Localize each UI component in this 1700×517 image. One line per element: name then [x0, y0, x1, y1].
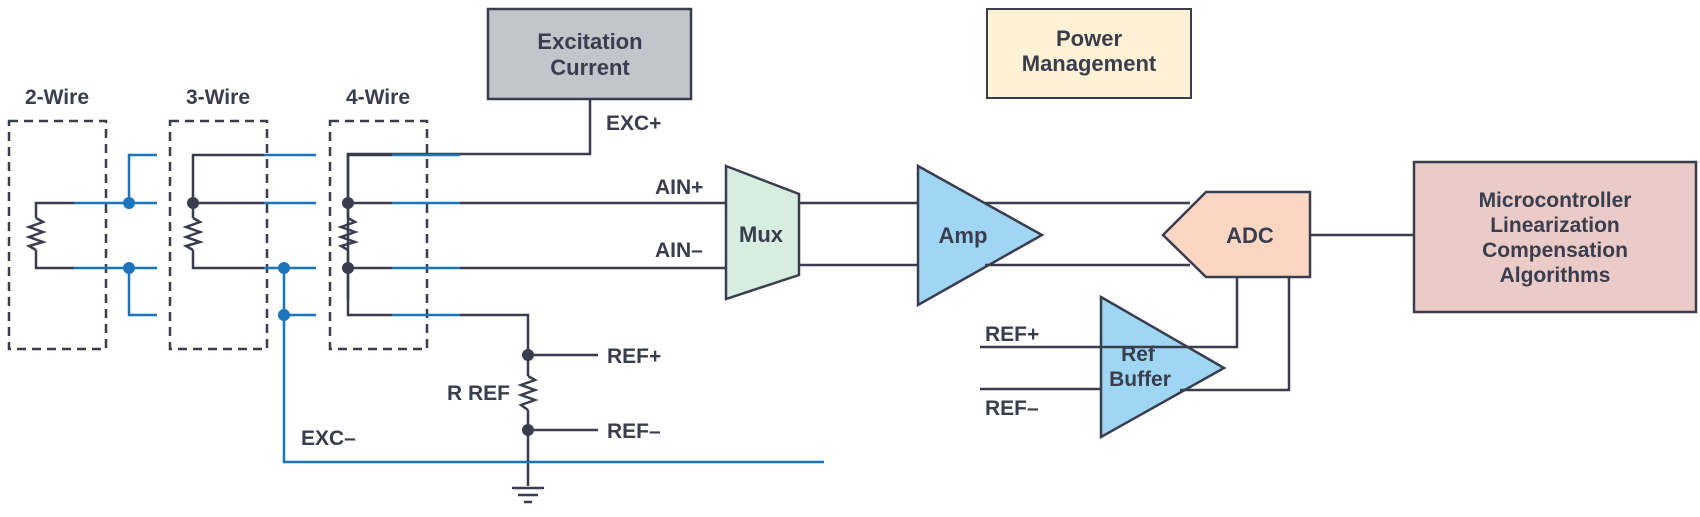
microcontroller-block: Microcontroller Linearization Compensati…: [1412, 160, 1698, 314]
amp-triangle: [916, 163, 1045, 308]
three-wire-rtd-leads: [191, 153, 264, 270]
ain-minus-label: AIN–: [655, 239, 703, 262]
four-wire-dashed-box: [328, 119, 429, 351]
amp-block: Amp: [916, 163, 1045, 308]
ref-buffer-label-line1: Ref: [1121, 343, 1156, 366]
mux-shape: [724, 164, 801, 301]
four-wire-blue-leads: [392, 153, 460, 317]
buffer-to-adc-ref-plus: [1148, 277, 1239, 349]
buffer-to-adc-ref-minus: [1180, 277, 1291, 392]
power-management-block: Power Management: [986, 8, 1192, 99]
two-wire-node-top: [123, 197, 135, 209]
rref-resistor: [517, 374, 539, 412]
four-wire-node-ain-minus: [342, 262, 354, 274]
mux-label: Mux: [739, 222, 784, 247]
ain-plus-label: AIN+: [655, 176, 703, 199]
adc-label: ADC: [1226, 223, 1274, 248]
buffer-ref-minus-label: REF–: [985, 397, 1039, 420]
two-wire-configuration: [7, 119, 157, 351]
three-wire-blue-leads: [264, 153, 316, 317]
four-wire-rtd-leads: [346, 153, 392, 317]
four-wire-configuration: [328, 119, 460, 351]
microcontroller-label-line1: Microcontroller: [1479, 189, 1632, 212]
exc-minus-wire: [282, 315, 824, 464]
buffer-ref-plus-label: REF+: [985, 323, 1039, 346]
microcontroller-box: [1412, 160, 1698, 314]
adc-block: ADC: [1161, 190, 1312, 279]
adc-shape: [1161, 190, 1312, 279]
microcontroller-label-line3: Compensation: [1482, 239, 1628, 262]
ref-buffer-label-line2: Buffer: [1109, 368, 1171, 391]
power-management-box: [986, 8, 1192, 99]
two-wire-rtd-resistor: [25, 216, 48, 252]
two-wire-label: 2-Wire: [25, 86, 89, 109]
three-wire-rtd-resistor: [182, 216, 205, 252]
excitation-current-box: [486, 7, 693, 101]
excitation-current-block: Excitation Current: [486, 7, 693, 101]
two-wire-rtd-leads: [34, 201, 74, 270]
microcontroller-label-line2: Linearization: [1490, 214, 1620, 237]
power-management-label-line1: Power: [1056, 26, 1122, 51]
microcontroller-label-line4: Algorithms: [1500, 264, 1611, 287]
excitation-current-label-line2: Current: [550, 55, 630, 80]
four-wire-rtd-resistor: [337, 216, 360, 252]
excitation-current-label-line1: Excitation: [537, 29, 642, 54]
ref-buffer-triangle: [1099, 294, 1227, 440]
four-wire-label: 4-Wire: [346, 86, 410, 109]
three-wire-configuration: [168, 119, 316, 351]
exc-minus-label: EXC–: [301, 427, 356, 450]
exc-plus-wire: [346, 99, 592, 300]
two-wire-dashed-box: [7, 119, 108, 351]
ground-icon: [512, 486, 544, 504]
rref-label: R REF: [447, 382, 510, 405]
power-management-label-line2: Management: [1022, 51, 1157, 76]
two-wire-node-bottom: [123, 262, 135, 274]
ref-plus-label: REF+: [607, 345, 661, 368]
mux-block: Mux: [724, 164, 801, 301]
amp-label: Amp: [939, 223, 988, 248]
four-wire-node-ain-plus: [342, 197, 354, 209]
three-wire-dashed-box: [168, 119, 269, 351]
three-wire-label: 3-Wire: [186, 86, 250, 109]
exc-plus-label: EXC+: [606, 112, 661, 135]
ref-minus-label: REF–: [607, 420, 661, 443]
three-wire-node-split: [278, 262, 290, 274]
ref-buffer-block: Ref Buffer: [1099, 294, 1227, 440]
two-wire-blue-leads: [74, 153, 157, 317]
three-wire-node-rtd: [187, 197, 199, 209]
